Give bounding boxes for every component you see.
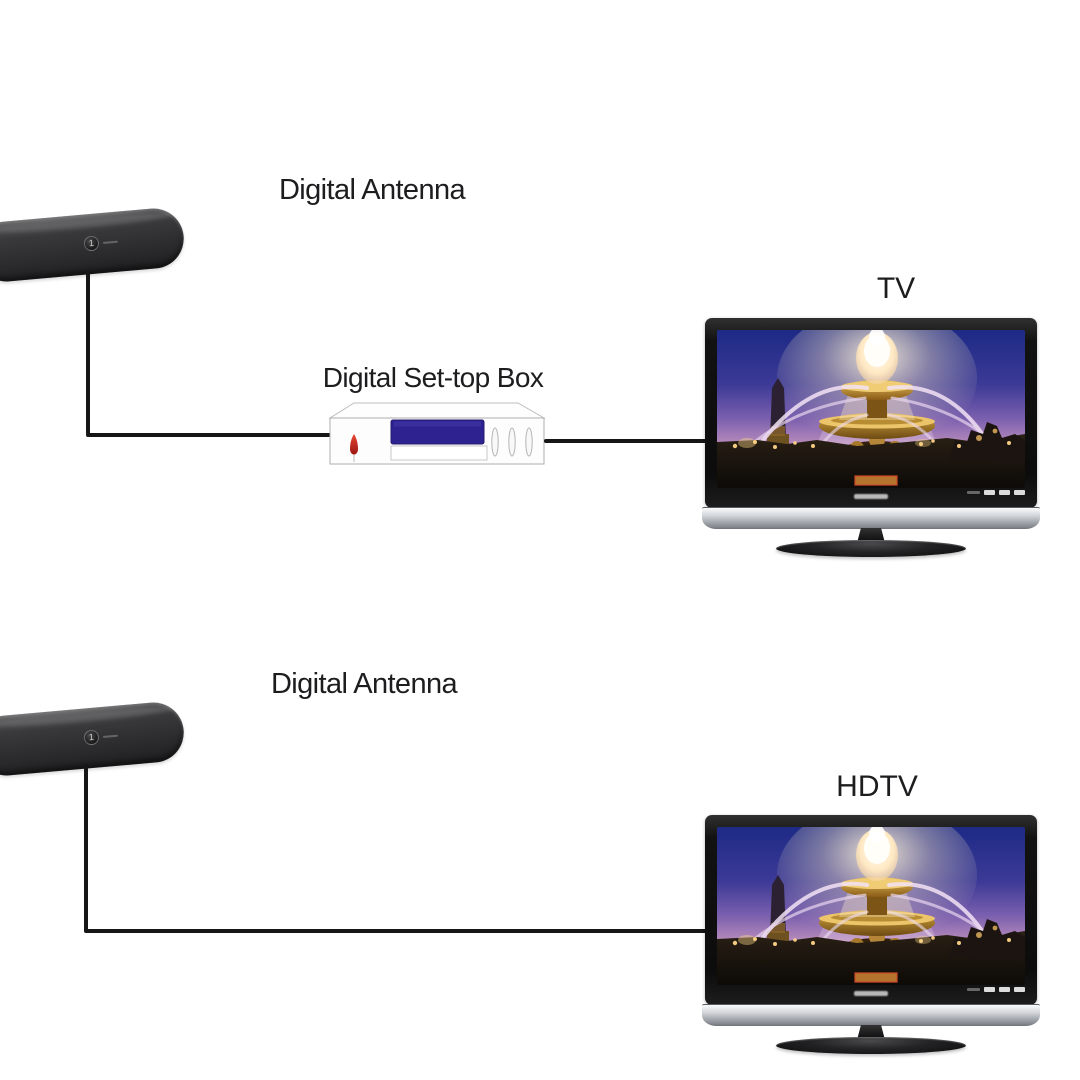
antenna-brand-logo-icon: 1: [83, 729, 100, 746]
cable-antenna-drop-bottom: [84, 764, 88, 932]
tv-screen: [717, 330, 1025, 488]
digital-settop-box: [328, 400, 546, 466]
tv-speaker-bar: [702, 507, 1040, 529]
cable-antenna-drop-top: [86, 270, 90, 435]
settop-button: [491, 427, 499, 457]
label-tv: TV: [876, 272, 916, 305]
tv-frame: [705, 815, 1037, 1005]
antenna-highlight: [0, 702, 175, 731]
label-digital-antenna-top: Digital Antenna: [278, 174, 466, 206]
antenna-highlight: [0, 208, 175, 237]
cable-antenna-to-hdtv: [84, 929, 707, 933]
tv-speaker-bar: [702, 1004, 1040, 1026]
tv-control-buttons: [967, 490, 1025, 495]
tv-bottom: [702, 815, 1040, 1055]
tv-top: [702, 318, 1040, 558]
label-digital-settop-box: Digital Set-top Box: [322, 362, 544, 393]
settop-power-led: [350, 434, 358, 455]
settop-button: [525, 427, 533, 457]
settop-button: [508, 427, 516, 457]
cable-antenna-to-settop: [86, 433, 332, 437]
antenna-brand-text: [102, 240, 118, 244]
settop-display-panel: [390, 419, 485, 445]
tv-brand-smudge: [854, 494, 888, 499]
antenna-brand-logo-icon: 1: [83, 235, 100, 252]
settop-box-drawing: [328, 402, 546, 465]
tv-stand-base: [776, 540, 966, 557]
tv-stand-neck: [857, 1025, 885, 1040]
tv-stand-neck: [857, 528, 885, 543]
digital-antenna-bottom: 1: [0, 700, 187, 778]
tv-screen: [717, 827, 1025, 985]
label-hdtv: HDTV: [836, 770, 918, 803]
tv-brand-smudge: [854, 991, 888, 996]
tv-control-buttons: [967, 987, 1025, 992]
tv-frame: [705, 318, 1037, 508]
digital-antenna-top: 1: [0, 206, 187, 284]
cable-settop-to-tv: [544, 439, 707, 443]
label-digital-antenna-bottom: Digital Antenna: [270, 668, 458, 700]
antenna-brand-text: [102, 734, 118, 738]
tv-stand-base: [776, 1037, 966, 1054]
